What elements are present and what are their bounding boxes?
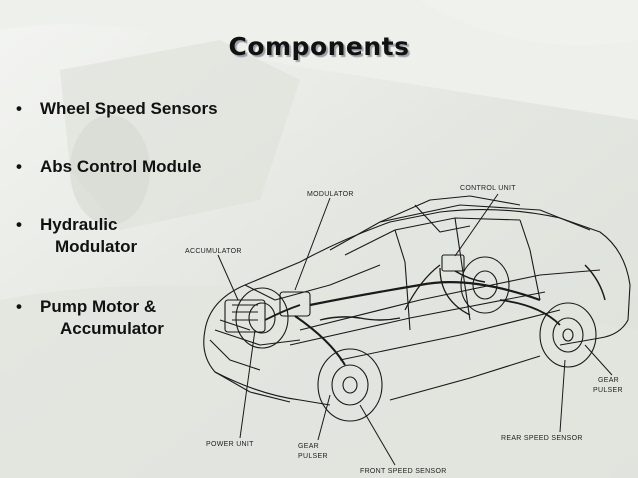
label-gear-pulser-bottom-line1: GEAR <box>298 443 319 450</box>
label-control-unit: CONTROL UNIT <box>460 185 516 192</box>
bullet-text: Pump Motor & <box>40 297 157 316</box>
bullet-item-wheel-speed-sensors: • Wheel Speed Sensors <box>16 98 218 120</box>
label-front-speed-sensor: FRONT SPEED SENSOR <box>360 468 447 475</box>
bullet-glyph: • <box>16 215 22 234</box>
label-modulator: MODULATOR <box>307 191 354 198</box>
car-outline <box>203 195 631 422</box>
bullet-item-abs-control-module: • Abs Control Module <box>16 156 201 178</box>
bullet-text: Abs Control Module <box>40 157 202 176</box>
label-gear-pulser-right-line2: PULSER <box>593 387 623 394</box>
bullet-continuation: Accumulator <box>60 319 164 338</box>
bullet-text: Wheel Speed Sensors <box>40 99 218 118</box>
bullet-text: Hydraulic <box>40 215 118 234</box>
leader-lines <box>217 193 613 466</box>
bullet-continuation: Modulator <box>55 237 138 256</box>
bullet-item-pump-motor-accumulator: • Pump Motor & Accumulator <box>16 296 164 340</box>
label-rear-speed-sensor: REAR SPEED SENSOR <box>501 435 583 442</box>
bullet-glyph: • <box>16 99 22 118</box>
bullet-glyph: • <box>16 157 22 176</box>
bullet-item-hydraulic-modulator: • Hydraulic Modulator <box>16 214 137 258</box>
label-power-unit: POWER UNIT <box>206 441 254 448</box>
label-accumulator: ACCUMULATOR <box>185 248 242 255</box>
label-gear-pulser-bottom-line2: PULSER <box>298 453 328 460</box>
label-gear-pulser-right-line1: GEAR <box>598 377 619 384</box>
slide-title: Components <box>228 32 410 61</box>
bullet-glyph: • <box>16 297 22 316</box>
